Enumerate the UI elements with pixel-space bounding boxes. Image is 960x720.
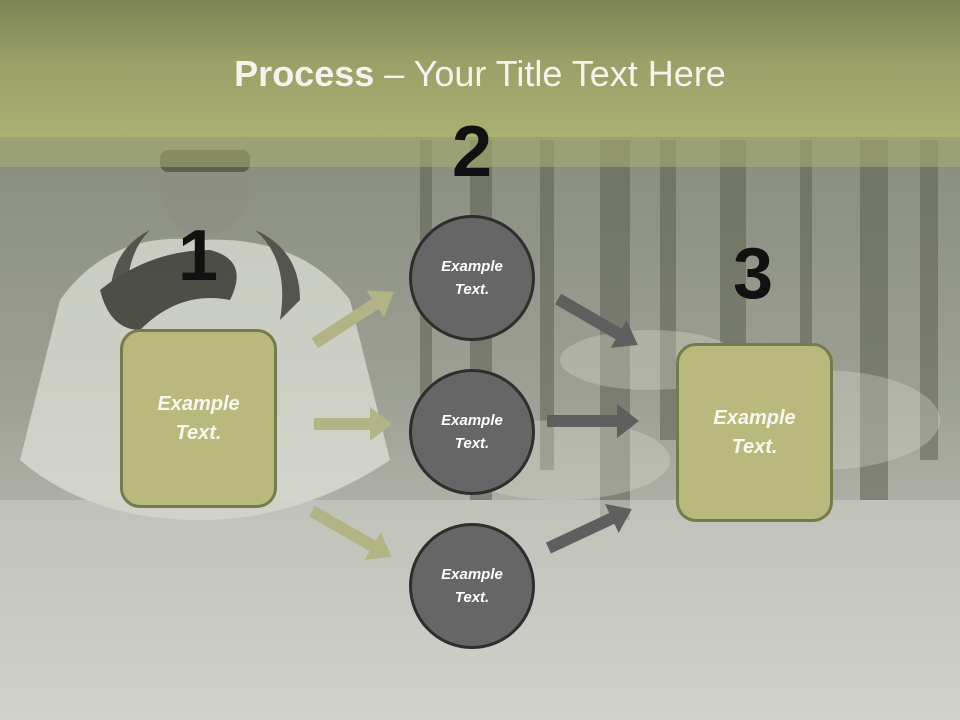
- step-2-circle-top: Example Text.: [409, 215, 535, 341]
- right-arrows: [545, 293, 639, 554]
- step-3-number: 3: [732, 234, 774, 314]
- arrow-from-middle-circle: [547, 404, 639, 438]
- arrow-to-top-circle: [311, 290, 394, 349]
- step-2-circle-bottom-text: Example Text.: [441, 566, 503, 606]
- step-2-circle-top-text: Example Text.: [441, 258, 503, 298]
- title-rest-part: – Your Title Text Here: [374, 53, 726, 94]
- slide-title: Process – Your Title Text Here: [0, 52, 960, 96]
- step-2-circle-bottom: Example Text.: [409, 523, 535, 649]
- header-band: [0, 137, 960, 167]
- title-header-bar: [0, 0, 960, 137]
- step-2-circle-middle-text: Example Text.: [441, 412, 503, 452]
- arrow-to-middle-circle: [314, 407, 392, 441]
- step-3-text: Example Text.: [713, 406, 796, 458]
- left-arrows: [309, 290, 394, 560]
- step-2-number: 2: [451, 112, 493, 192]
- step-2-circle-middle: Example Text.: [409, 369, 535, 495]
- step-3-box: Example Text.: [676, 343, 833, 522]
- arrow-from-bottom-circle: [545, 503, 632, 554]
- arrow-to-bottom-circle: [309, 505, 392, 560]
- step-1-number: 1: [177, 216, 219, 296]
- title-bold-part: Process: [234, 53, 375, 94]
- arrow-from-top-circle: [555, 293, 638, 348]
- step-1-text: Example Text.: [157, 392, 240, 444]
- step-1-box: Example Text.: [120, 329, 277, 508]
